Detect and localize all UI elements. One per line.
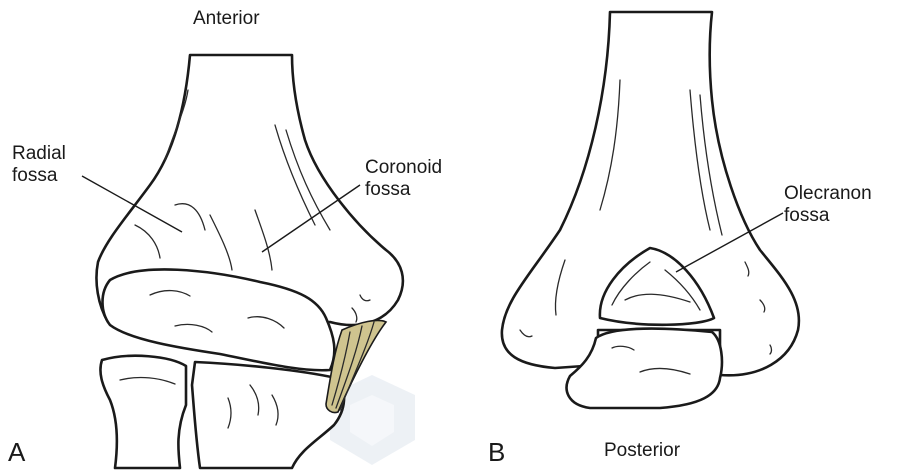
coronoid-fossa-label-line2: fossa xyxy=(365,179,442,201)
panel-b-letter: B xyxy=(488,438,505,466)
panel-a-letter: A xyxy=(8,438,25,466)
olecranon-fossa-label: Olecranon fossa xyxy=(784,183,872,227)
panel-b-posterior-view xyxy=(502,12,799,408)
radial-fossa-label-line1: Radial xyxy=(12,143,66,165)
olecranon-fossa-label-line1: Olecranon xyxy=(784,183,872,205)
ulna-coronoid xyxy=(192,362,344,468)
radius-head xyxy=(100,356,186,468)
anterior-label: Anterior xyxy=(193,8,260,30)
radial-fossa-label-line2: fossa xyxy=(12,165,66,187)
posterior-label: Posterior xyxy=(604,440,680,462)
olecranon-fossa-label-line2: fossa xyxy=(784,205,872,227)
coronoid-fossa-label-line1: Coronoid xyxy=(365,157,442,179)
coronoid-fossa-label: Coronoid fossa xyxy=(365,157,442,201)
radial-fossa-label: Radial fossa xyxy=(12,143,66,187)
